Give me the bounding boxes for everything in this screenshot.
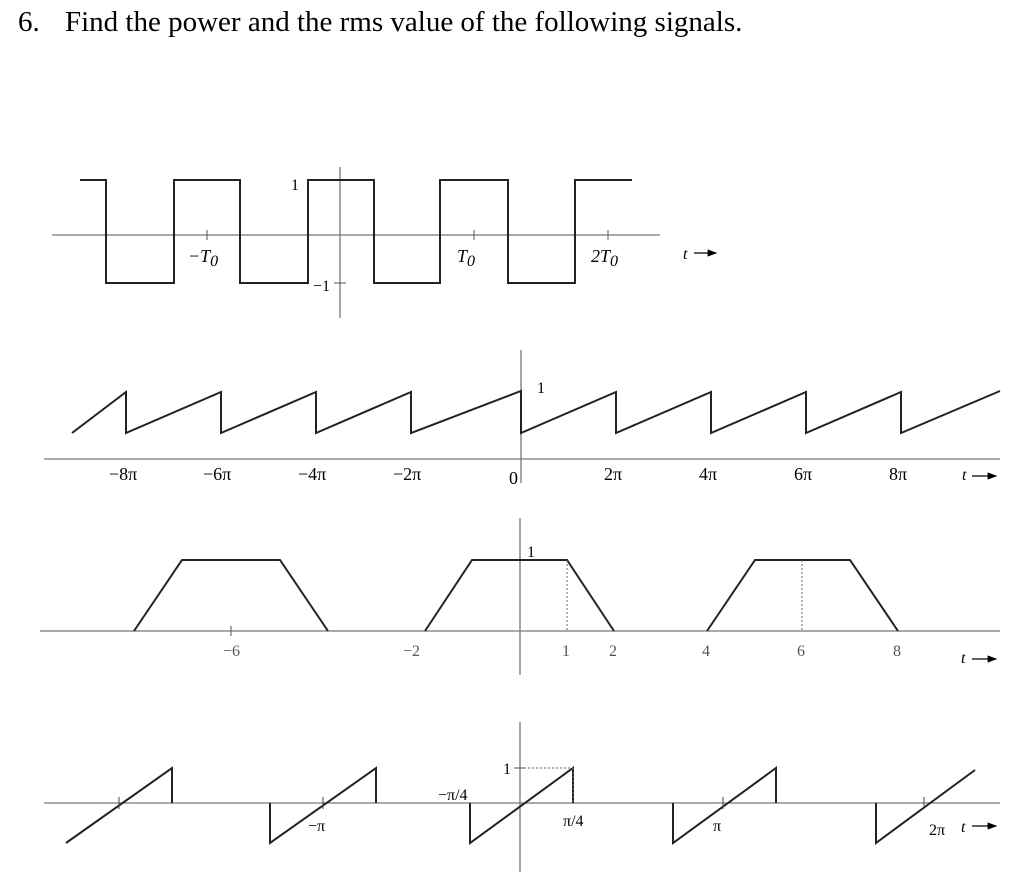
square-wave-amplitude-one: 1 xyxy=(291,177,299,194)
sawtooth-tick-zero: 0 xyxy=(509,468,518,488)
trapezoid-tick-6: 6 xyxy=(797,643,805,660)
sawtooth-tick-minus-8pi: −8π xyxy=(109,464,137,484)
trapezoid-tick-1: 1 xyxy=(562,643,570,660)
trapezoid-tick-8: 8 xyxy=(893,643,901,660)
square-wave-amplitude-neg-one: −1 xyxy=(313,278,330,295)
sawtooth-tick-minus-2pi: −2π xyxy=(393,464,421,484)
square-wave-plot: −T0 T0 2T0 1 −1 t xyxy=(52,167,718,318)
trapezoid-tick-2: 2 xyxy=(609,643,617,660)
sawtooth-signal xyxy=(71,389,1001,435)
square-wave-label-minus-t0: −T0 xyxy=(188,246,218,270)
ramp-tick-2pi: 2π xyxy=(929,822,945,839)
trapezoid-signal-left xyxy=(133,559,329,632)
sawtooth-plot: −8π −6π −4π −2π 0 2π 4π 6π 8π 1 t xyxy=(44,350,1001,488)
ramp-tick-pi: π xyxy=(713,818,721,835)
ramp-segment-5 xyxy=(875,769,976,845)
sawtooth-tick-minus-4pi: −4π xyxy=(298,464,326,484)
sawtooth-tick-6pi: 6π xyxy=(794,464,812,484)
ramp-amplitude-one: 1 xyxy=(503,761,511,778)
trapezoid-tick-minus-6: −6 xyxy=(223,643,240,660)
square-wave-axis-label-t: t xyxy=(683,246,688,263)
trapezoid-signal-center xyxy=(424,559,615,632)
problem-statement: 6. Find the power and the rms value of th… xyxy=(18,6,742,39)
ramp-axis-label-t: t xyxy=(961,819,966,836)
square-wave-signal xyxy=(80,179,632,284)
sawtooth-tick-8pi: 8π xyxy=(889,464,907,484)
square-wave-label-t0: T0 xyxy=(457,246,475,270)
sawtooth-tick-2pi: 2π xyxy=(604,464,622,484)
ramp-tick-minus-pi: −π xyxy=(308,818,325,835)
ramp-segment-4 xyxy=(672,766,777,845)
problem-number: 6. xyxy=(18,6,40,38)
problem-text: Find the power and the rms value of the … xyxy=(65,6,743,38)
trapezoid-axis-label-t: t xyxy=(961,650,966,667)
ramp-plot: −π/4 π/4 −π π 2π 1 t xyxy=(44,722,1000,872)
ramp-tick-minus-pi-over-4: −π/4 xyxy=(438,787,468,804)
trapezoid-amplitude-one: 1 xyxy=(527,544,535,561)
trapezoid-tick-4: 4 xyxy=(702,643,710,660)
ramp-tick-pi-over-4: π/4 xyxy=(563,813,584,830)
ramp-segment-3 xyxy=(469,766,574,845)
sawtooth-tick-minus-6pi: −6π xyxy=(203,464,231,484)
trapezoid-tick-minus-2: −2 xyxy=(403,643,420,660)
square-wave-label-2t0: 2T0 xyxy=(591,246,618,270)
sawtooth-axis-label-t: t xyxy=(962,467,967,484)
trapezoid-plot: −6 −2 1 2 4 6 8 1 t xyxy=(40,518,1000,675)
sawtooth-amplitude-one: 1 xyxy=(537,380,545,397)
ramp-segment-1 xyxy=(65,766,173,844)
sawtooth-tick-4pi: 4π xyxy=(699,464,717,484)
